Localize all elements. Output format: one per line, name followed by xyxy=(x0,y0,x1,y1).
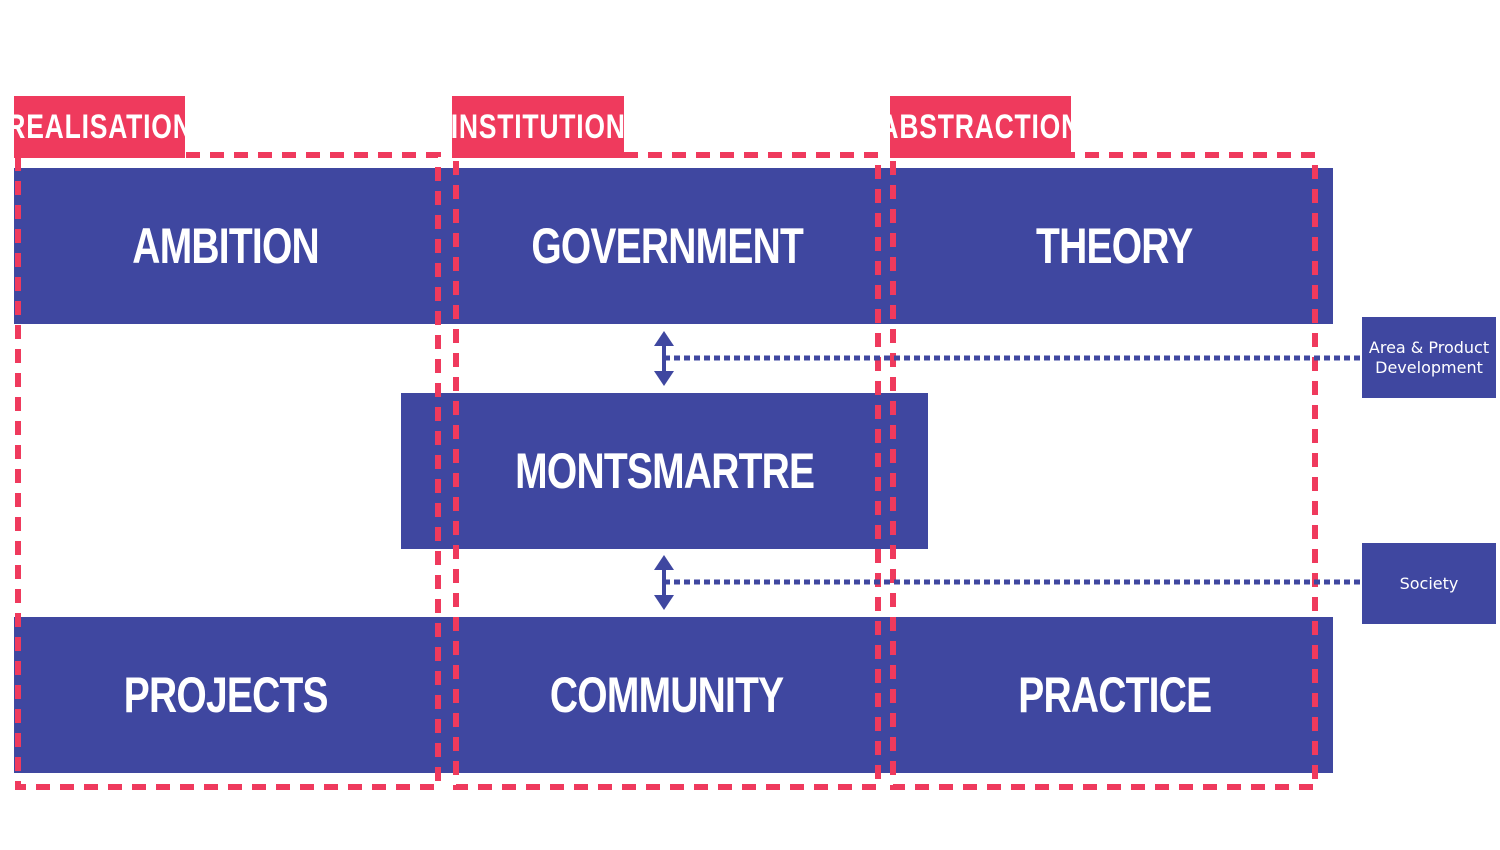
label-projects: PROJECTS xyxy=(124,667,329,723)
side-box-society: Society xyxy=(1362,543,1496,624)
label-society: Society xyxy=(1399,573,1459,593)
band-projects: PROJECTS xyxy=(14,617,438,773)
label-practice: PRACTICE xyxy=(1017,667,1212,723)
center-box-montsmartre: MONTSMARTRE xyxy=(401,393,928,549)
label-realisation: REALISATION xyxy=(6,107,193,146)
label-institution: INSTITUTION xyxy=(450,107,626,146)
side-box-area-product-development: Area & Product Development xyxy=(1362,317,1496,398)
label-theory: THEORY xyxy=(1036,218,1193,274)
column-tag-institution: INSTITUTION xyxy=(450,96,626,158)
label-ambition: AMBITION xyxy=(132,218,320,274)
label-area-product-development: Area & Product Development xyxy=(1368,337,1490,377)
column-tag-realisation: REALISATION xyxy=(6,96,192,158)
band-theory: THEORY xyxy=(896,168,1333,324)
label-community: COMMUNITY xyxy=(550,667,784,723)
band-community: COMMUNITY xyxy=(438,617,896,773)
band-government: GOVERNMENT xyxy=(438,168,896,324)
band-ambition: AMBITION xyxy=(14,168,438,324)
label-abstraction: ABSTRACTION xyxy=(879,107,1082,146)
double-arrow-vertical-icon xyxy=(654,555,674,610)
band-practice: PRACTICE xyxy=(896,617,1333,773)
label-montsmartre: MONTSMARTRE xyxy=(514,443,815,499)
column-tag-abstraction: ABSTRACTION xyxy=(880,96,1081,158)
label-government: GOVERNMENT xyxy=(531,218,804,274)
double-arrow-vertical-icon xyxy=(654,331,674,386)
